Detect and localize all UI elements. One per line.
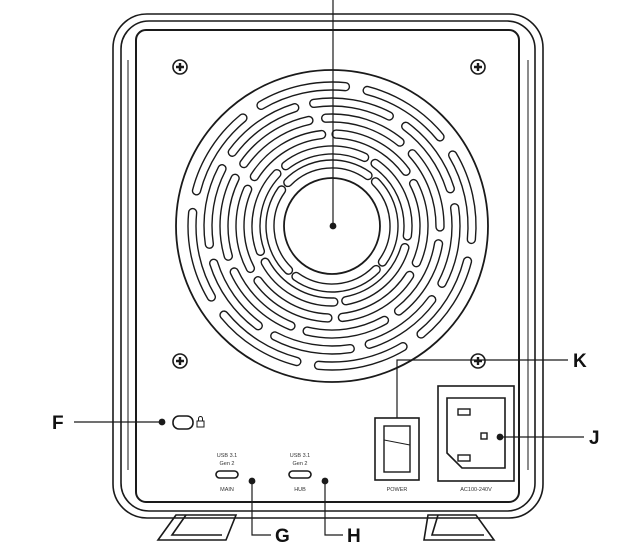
usb-main-line2: Gen 2	[220, 461, 235, 467]
power-switch-bezel	[374, 417, 420, 481]
lock-icon	[196, 416, 205, 428]
fan-slot	[281, 145, 370, 171]
usb-hub-port: USB 3.1 Gen 2 HUB	[288, 453, 312, 493]
leader-j-dot	[496, 433, 504, 441]
fan-slot	[209, 258, 263, 331]
leader-fan-dot	[329, 222, 337, 230]
power-switch: POWER	[374, 417, 420, 493]
usb-hub-connector	[288, 470, 312, 479]
fan-slot	[260, 257, 339, 307]
fan-slot	[370, 158, 413, 241]
fan-slot	[337, 270, 415, 323]
enclosure-rim	[120, 20, 536, 512]
callout-f: F	[52, 413, 64, 434]
screw-icon	[470, 353, 486, 369]
ac-inlet: AC100-240V	[437, 385, 515, 493]
fan-slot	[270, 331, 355, 355]
fan-slot	[227, 103, 300, 157]
fan-slot	[251, 168, 282, 256]
fan-slot	[291, 264, 381, 293]
screw-icon	[172, 59, 486, 369]
callout-g: G	[275, 526, 290, 547]
power-switch-rocker-top	[383, 425, 411, 446]
usb-main-line1: USB 3.1	[217, 453, 237, 459]
fan-slot	[393, 239, 444, 316]
fan-slot	[407, 149, 445, 232]
fan-slot	[408, 178, 429, 268]
ac-inlet-socket	[446, 397, 506, 469]
callout-k: K	[573, 351, 587, 372]
fan-slot	[364, 295, 437, 349]
power-label: POWER	[387, 487, 408, 493]
rear-panel	[135, 29, 520, 503]
left-foot	[156, 514, 238, 541]
fan-slot	[313, 342, 408, 371]
screw-icon	[470, 59, 486, 75]
fan-slot	[249, 129, 327, 182]
fan-slot	[302, 315, 390, 339]
screw-icon	[172, 59, 188, 75]
ac-pin-top	[457, 408, 471, 416]
lock-slot-opening	[172, 415, 194, 430]
fan-slot	[283, 159, 373, 188]
fan-slot	[235, 184, 256, 274]
feet	[156, 514, 496, 541]
fan-outer-ring	[175, 69, 489, 383]
ac-label: AC100-240V	[460, 487, 492, 493]
callout-h: H	[347, 526, 361, 547]
fan-slot	[239, 115, 314, 169]
fan-slot	[331, 129, 411, 176]
usb-hub-line2: Gen 2	[293, 461, 308, 467]
fan-slot	[253, 276, 333, 323]
leader-h	[324, 481, 343, 536]
fan-slot	[437, 203, 461, 288]
leader-f-dot	[158, 418, 166, 426]
fan-slot	[203, 164, 227, 249]
callout-j: J	[589, 428, 600, 449]
ac-pin-bottom	[457, 454, 471, 462]
right-foot-inner	[430, 514, 484, 536]
usb-hub-line1: USB 3.1	[290, 453, 310, 459]
fan-slot	[219, 310, 302, 367]
fan-slot	[362, 85, 445, 142]
usb-main-port: USB 3.1 Gen 2 MAIN	[215, 453, 239, 493]
fan-slot	[191, 113, 248, 196]
fan-slot	[229, 267, 296, 331]
fan-slot	[416, 256, 473, 339]
fan-slot	[187, 207, 216, 302]
fan-slot	[309, 97, 394, 121]
ac-inlet-frame	[437, 385, 515, 482]
enclosure-outer	[112, 13, 544, 519]
leader-g-dot	[248, 477, 256, 485]
lock-slot	[172, 415, 205, 430]
power-switch-rocker	[383, 425, 411, 473]
fan-slot	[256, 81, 351, 110]
fan-slot	[370, 177, 399, 267]
fan-slot	[341, 242, 410, 306]
fan-slot	[401, 121, 455, 194]
fan-slot	[219, 173, 240, 261]
usb-main-label: MAIN	[220, 487, 234, 493]
leader-k	[396, 359, 568, 418]
screw-icon	[172, 353, 188, 369]
fan-slot	[320, 113, 405, 147]
ac-pin-ground	[480, 432, 488, 440]
fan-grill	[175, 69, 489, 383]
left-foot-inner	[170, 514, 222, 536]
leader-lines	[74, 0, 584, 536]
fan-hub	[283, 177, 381, 275]
usb-hub-label: HUB	[294, 487, 306, 493]
fan-slot	[265, 185, 294, 275]
leader-g	[251, 481, 271, 536]
right-foot	[423, 514, 496, 541]
leader-h-dot	[321, 477, 329, 485]
usb-main-connector	[215, 470, 239, 479]
fan-slot	[448, 150, 477, 245]
